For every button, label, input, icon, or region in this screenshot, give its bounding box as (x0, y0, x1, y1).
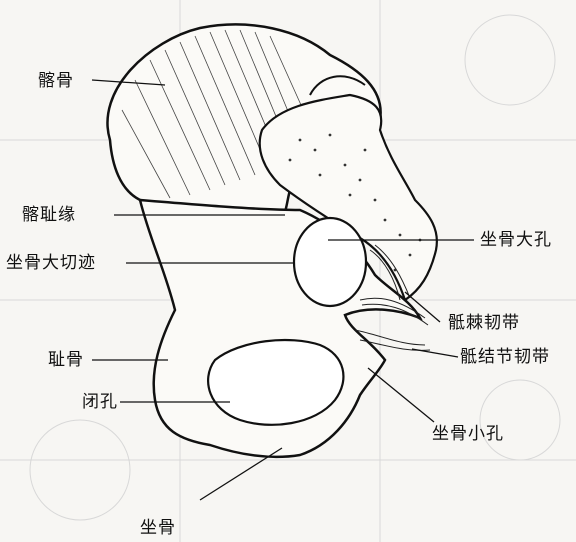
label-iliopubic-eminence: 髂耻缘 (22, 205, 76, 225)
label-lesser-sciatic-foramen: 坐骨小孔 (432, 424, 504, 444)
greater-sciatic-foramen-shape (294, 218, 366, 306)
label-ilium: 髂骨 (38, 71, 74, 91)
obturator-foramen-shape (208, 340, 343, 425)
label-sacrospinous-ligament: 骶棘韧带 (448, 313, 520, 333)
label-greater-sciatic-notch: 坐骨大切迹 (6, 253, 96, 273)
label-pubis: 耻骨 (48, 350, 84, 370)
label-obturator-foramen: 闭孔 (82, 392, 118, 412)
label-ischium: 坐骨 (140, 518, 176, 538)
label-sacrotuberous-ligament: 骶结节韧带 (460, 347, 550, 367)
label-greater-sciatic-foramen: 坐骨大孔 (480, 230, 552, 250)
